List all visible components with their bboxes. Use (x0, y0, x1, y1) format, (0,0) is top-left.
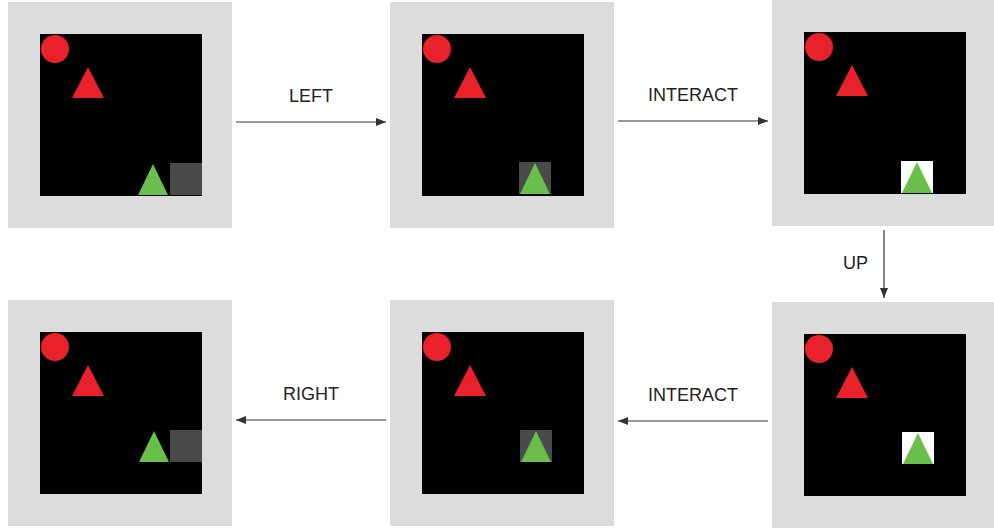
action-label: INTERACT (646, 385, 740, 407)
transition-arrow (236, 121, 386, 122)
action-label: INTERACT (646, 85, 740, 107)
green-triangle (139, 431, 169, 462)
green-triangle (903, 433, 933, 464)
frame-illustration (390, 300, 614, 526)
frame-illustration (8, 2, 232, 228)
game-board (40, 332, 202, 494)
frame-illustration (772, 0, 994, 226)
action-label: UP (841, 253, 870, 275)
transition-arrow (236, 419, 386, 420)
action-label: RIGHT (281, 384, 341, 406)
agent-square (520, 430, 552, 462)
red-triangle (836, 367, 868, 398)
game-board (422, 332, 584, 494)
green-triangle (138, 164, 168, 195)
red-circle (805, 33, 833, 61)
game-board (804, 32, 966, 194)
red-triangle (72, 365, 104, 396)
game-board (804, 334, 966, 496)
frame-illustration (8, 300, 232, 526)
transition-arrow (618, 420, 768, 421)
game-board (40, 34, 202, 196)
red-triangle (836, 65, 868, 96)
red-triangle (454, 365, 486, 396)
agent-square (170, 163, 202, 195)
agent-square (902, 432, 934, 464)
red-circle (41, 35, 69, 63)
frame-illustration (390, 2, 614, 228)
agent-square (901, 161, 933, 193)
game-frame (8, 300, 232, 526)
red-circle (423, 35, 451, 63)
green-triangle (520, 163, 550, 194)
red-triangle (454, 67, 486, 98)
game-board (422, 34, 584, 196)
game-frame (772, 302, 994, 528)
green-triangle (521, 431, 551, 462)
game-frame (8, 2, 232, 228)
red-circle (41, 333, 69, 361)
game-frame (390, 2, 614, 228)
transition-arrow (883, 230, 884, 298)
green-triangle (902, 162, 932, 193)
game-frame (390, 300, 614, 526)
red-circle (423, 333, 451, 361)
action-label: LEFT (287, 86, 335, 108)
agent-square (519, 162, 551, 194)
frame-illustration (772, 302, 994, 528)
game-frame (772, 0, 994, 226)
agent-square (170, 430, 202, 462)
red-triangle (72, 67, 104, 98)
red-circle (805, 335, 833, 363)
transition-arrow (618, 120, 768, 121)
